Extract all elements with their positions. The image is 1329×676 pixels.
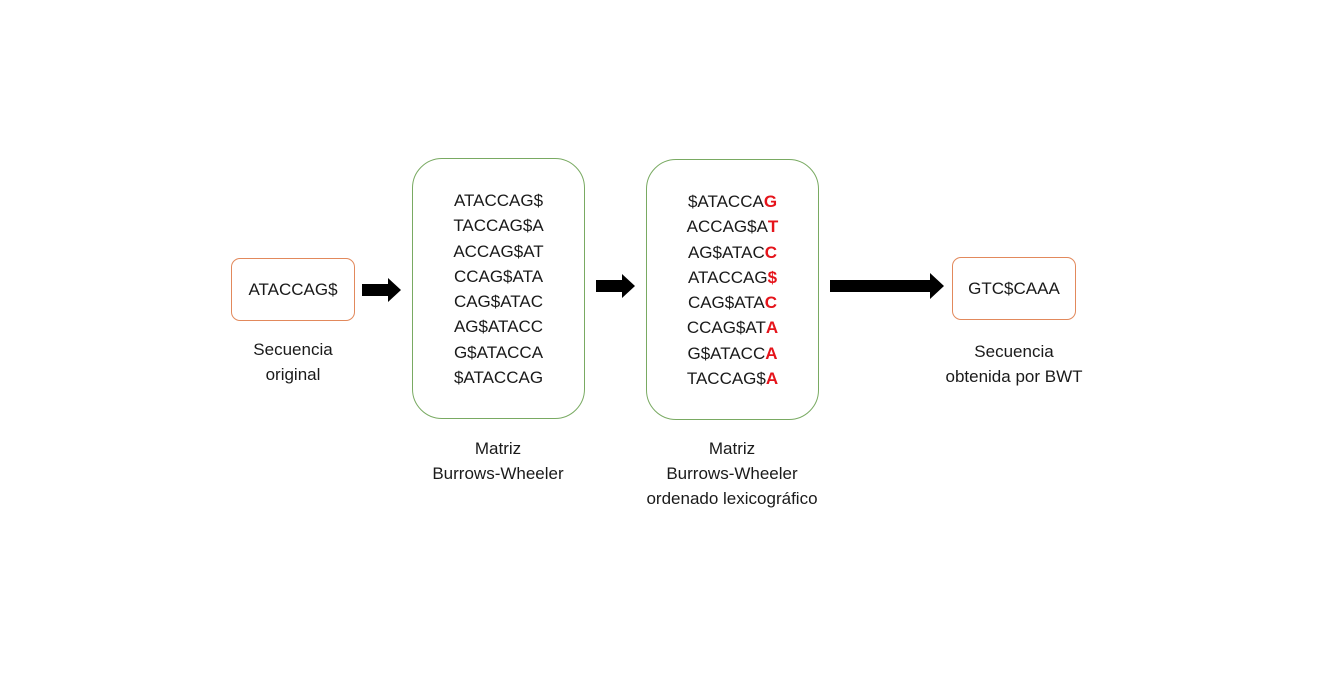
result-caption-line-2: obtenida por BWT [945,367,1083,386]
sorted-row-prefix: TACCAG$ [686,369,766,389]
bwt-matrix-rows: ATACCAG$ TACCAG$A ACCAG$AT CCAG$ATA CAG$ATAC… [413,188,584,390]
bwt-matrix-row: $ATACCAG [453,368,544,388]
sorted-matrix-row: CAG$ATAC [688,290,777,315]
sorted-matrix-row: AG$ATACC [688,240,777,265]
arrow-right-icon [596,274,635,298]
bwt-matrix-row: TACCAG$A [453,216,544,236]
original-sequence-box: ATACCAG$ [231,258,355,321]
original-caption-line-1: Secuencia [253,340,333,359]
sorted-row-last-char: C [764,293,778,313]
sorted-row-prefix: ATACCAG [687,267,768,287]
result-caption: Secuencia obtenida por BWT [945,339,1082,389]
bwt-matrix-row: AG$ATACC [453,317,544,337]
bwt-matrix-caption-line-2: Burrows-Wheeler [432,464,564,483]
original-sequence-text: ATACCAG$ [248,279,338,299]
arrow-right-icon [830,273,944,299]
sorted-row-last-char: T [767,217,779,237]
sorted-row-prefix: ACCAG$A [686,217,768,237]
sorted-matrix-row: TACCAG$A [687,366,778,391]
sorted-matrix-row: ACCAG$AT [687,214,779,239]
sorted-matrix-caption: Matriz Burrows-Wheeler ordenado lexicogr… [646,436,817,511]
sorted-row-last-char: A [765,369,779,389]
sorted-matrix-row: ATACCAG$ [688,265,777,290]
bwt-matrix-row: G$ATACCA [453,342,544,362]
bwt-matrix-row: CAG$ATAC [453,292,544,312]
sorted-row-last-char: $ [767,267,778,287]
sorted-matrix-row: G$ATACCA [687,341,777,366]
bwt-matrix-row: ACCAG$AT [453,241,544,261]
arrow-right-icon [362,278,401,302]
bwt-matrix-row: ATACCAG$ [453,191,544,210]
bwt-matrix-caption: Matriz Burrows-Wheeler [432,436,563,486]
sorted-row-prefix: AG$ATAC [687,242,765,262]
sorted-row-prefix: CAG$ATA [687,293,765,313]
sorted-row-prefix: $ATACCA [687,192,764,211]
bwt-matrix-box: ATACCAG$ TACCAG$A ACCAG$AT CCAG$ATA CAG$ATAC… [412,158,585,419]
bwt-matrix-row: CCAG$ATA [453,266,544,286]
sorted-row-prefix: G$ATACC [687,343,766,363]
sorted-matrix-row: $ATACCAG [688,189,777,214]
sorted-row-last-char: A [765,318,779,338]
original-caption: Secuencia original [253,337,332,387]
sorted-matrix-row: CCAG$ATA [687,315,778,340]
sorted-matrix-caption-line-2: Burrows-Wheeler [666,464,798,483]
sorted-row-last-char: A [765,343,778,363]
result-caption-line-1: Secuencia [974,342,1054,361]
sorted-matrix-caption-line-1: Matriz [708,439,756,458]
sorted-matrix-caption-line-3: ordenado lexicográfico [646,489,818,508]
original-caption-line-2: original [265,365,321,384]
sorted-row-last-char: G [763,192,778,211]
sorted-row-prefix: CCAG$AT [686,318,766,338]
result-sequence-box: GTC$CAAA [952,257,1076,320]
bwt-matrix-caption-line-1: Matriz [474,439,522,458]
sorted-row-last-char: C [764,242,778,262]
result-sequence-text: GTC$CAAA [968,278,1060,298]
